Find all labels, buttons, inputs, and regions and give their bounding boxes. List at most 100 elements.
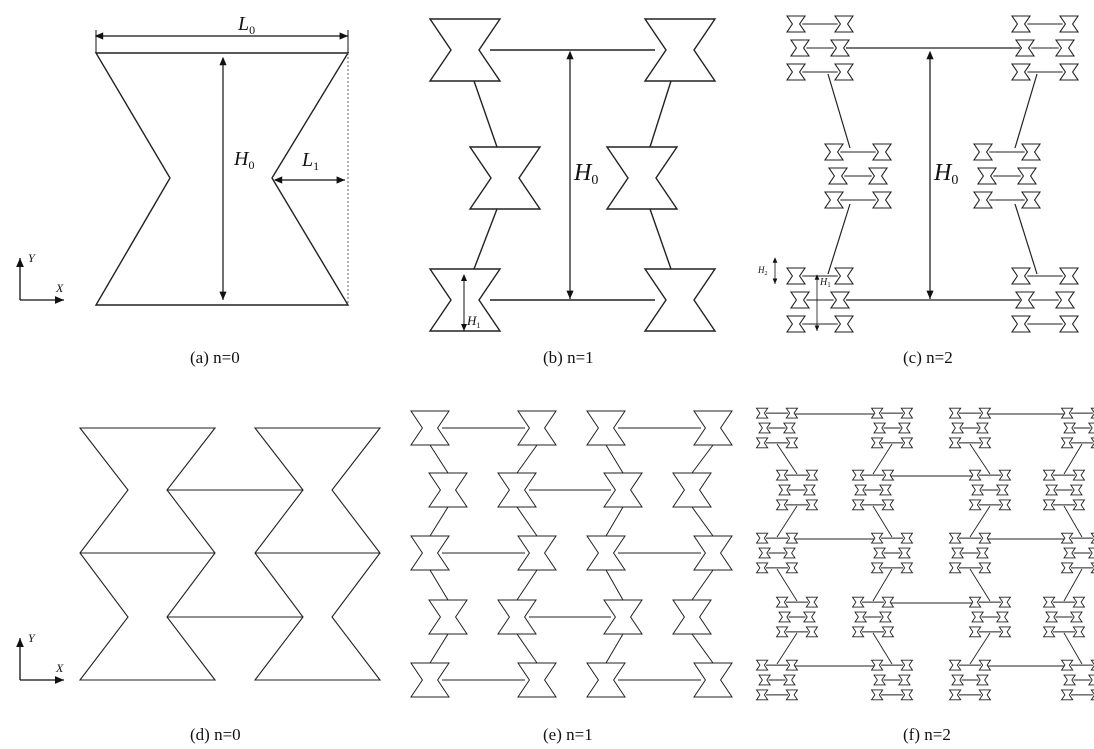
axis-indicator-d: Y X: [16, 631, 64, 684]
bowtie-cell: [948, 659, 962, 671]
bowtie-cell: [805, 596, 819, 608]
bowtie-cell: [1058, 315, 1080, 333]
bowtie-cell: [978, 659, 992, 671]
bowtie-cell: [951, 422, 965, 434]
bowtie-cell-n0: [94, 52, 350, 306]
bowtie-cell: [785, 562, 799, 574]
bowtie-cell: [900, 437, 914, 449]
diagonal-connector: [776, 568, 798, 602]
bowtie-cell: [778, 611, 792, 623]
bowtie-column: [78, 427, 217, 681]
svg-text:H1: H1: [819, 277, 831, 289]
diagonal-connector: [649, 208, 672, 270]
bowtie-cell: [586, 535, 626, 571]
bowtie-cell: [851, 499, 865, 511]
svg-text:H0: H0: [933, 160, 958, 188]
bowtie-cell: [758, 547, 772, 559]
bowtie-cell: [755, 532, 769, 544]
bowtie-cell: [878, 484, 892, 496]
bowtie-cell: [785, 267, 807, 285]
caption-a: (a) n=0: [190, 348, 240, 367]
bowtie-cell: [823, 191, 845, 209]
svg-text:X: X: [55, 661, 64, 675]
bowtie-cell: [1016, 167, 1038, 185]
bowtie-cell: [1072, 499, 1086, 511]
bowtie-cell: [851, 626, 865, 638]
bowtie-cell: [1010, 63, 1032, 81]
bowtie-cell: [693, 662, 733, 698]
bowtie-cell: [517, 410, 557, 446]
bowtie-cell: [785, 437, 799, 449]
bowtie-cell: [1087, 674, 1094, 686]
bowtie-cell: [1060, 437, 1074, 449]
bowtie-cell: [758, 422, 772, 434]
diagonal-connector: [776, 505, 798, 538]
bowtie-cell: [782, 674, 796, 686]
bowtie-cell: [785, 689, 799, 701]
label-h0: H: [233, 148, 250, 170]
bowtie-cell: [755, 437, 769, 449]
bowtie-cell: [785, 532, 799, 544]
bowtie-cell: [1063, 547, 1077, 559]
bowtie-cell: [854, 611, 868, 623]
bowtie-cell: [968, 499, 982, 511]
bowtie-cell: [586, 662, 626, 698]
bowtie-cell: [603, 599, 643, 635]
bowtie-cell: [643, 18, 717, 82]
svg-text:H2: H2: [757, 265, 768, 277]
bowtie-cell: [870, 689, 884, 701]
bowtie-cell: [900, 407, 914, 419]
bowtie-cell: [833, 63, 855, 81]
bowtie-cell: [829, 39, 851, 57]
bowtie-cell: [428, 599, 468, 635]
bowtie-cell: [1087, 547, 1094, 559]
diagonal-connector: [969, 443, 991, 475]
bowtie-cell: [873, 422, 887, 434]
bowtie-cell: [948, 407, 962, 419]
bowtie-cell: [755, 562, 769, 574]
diagonal-connector: [429, 633, 449, 664]
diagonal-connector: [872, 505, 893, 538]
svg-text:Y: Y: [28, 251, 36, 265]
bowtie-cell: [871, 143, 893, 161]
bowtie-cell: [1010, 315, 1032, 333]
bowtie-cell: [881, 499, 895, 511]
bowtie-column: [253, 427, 382, 681]
bowtie-cell: [1042, 469, 1056, 481]
bowtie-cell: [878, 611, 892, 623]
bowtie-cell: [468, 146, 542, 210]
bowtie-cell: [693, 410, 733, 446]
bowtie-cell: [870, 562, 884, 574]
bowtie-cell: [805, 469, 819, 481]
bowtie-cell: [897, 547, 911, 559]
label-h0-c: H: [933, 160, 953, 186]
axis-indicator: Y X: [16, 251, 64, 304]
bowtie-cell: [829, 291, 851, 309]
bowtie-cell: [410, 662, 450, 698]
bowtie-cell: [497, 599, 537, 635]
bowtie-cell: [778, 484, 792, 496]
bowtie-cell: [605, 146, 679, 210]
bowtie-cell: [870, 407, 884, 419]
diagonal-connector: [969, 632, 991, 665]
bowtie-cell: [586, 410, 626, 446]
bowtie-cell: [1063, 674, 1077, 686]
diagonal-connector: [649, 80, 672, 148]
bowtie-cell: [948, 437, 962, 449]
bowtie-cell: [978, 532, 992, 544]
bowtie-cell: [1042, 626, 1056, 638]
diagonal-connector: [516, 444, 538, 474]
bowtie-cell: [975, 674, 989, 686]
bowtie-cell: [900, 532, 914, 544]
bowtie-cell: [823, 143, 845, 161]
bowtie-cell: [805, 626, 819, 638]
bowtie-cell: [978, 689, 992, 701]
bowtie-cell: [900, 562, 914, 574]
bowtie-cell: [497, 472, 537, 508]
bowtie-cell: [1063, 422, 1077, 434]
bowtie-cell: [785, 407, 799, 419]
bowtie-cell: [428, 18, 502, 82]
panel-c-figure: [785, 15, 1080, 333]
diagonal-connector: [473, 80, 498, 148]
bowtie-cell: [1058, 63, 1080, 81]
